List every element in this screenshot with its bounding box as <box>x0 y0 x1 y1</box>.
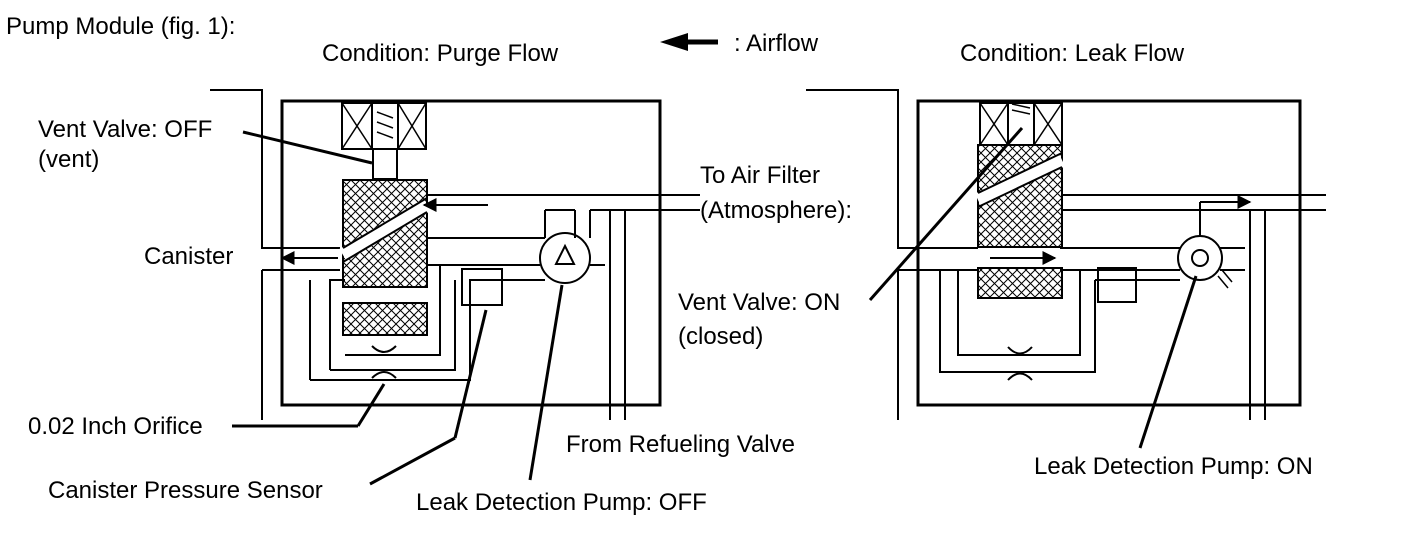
right-pump-module <box>806 89 1326 420</box>
left-vent-valve-state: (vent) <box>38 146 99 173</box>
right-condition-title: Condition: Leak Flow <box>960 40 1185 67</box>
left-arrow-icon <box>660 33 718 51</box>
right-vent-valve-state: (closed) <box>678 323 763 350</box>
left-pump-module <box>210 89 700 420</box>
airflow-legend: : Airflow <box>660 30 819 57</box>
orifice-label: 0.02 Inch Orifice <box>28 413 203 440</box>
right-vent-valve-label: Vent Valve: ON <box>678 289 840 316</box>
right-module-housing <box>916 99 1302 407</box>
canister-label: Canister <box>144 243 233 270</box>
left-vent-valve-label: Vent Valve: OFF <box>38 116 212 143</box>
pressure-sensor-label: Canister Pressure Sensor <box>48 477 323 504</box>
refueling-valve-label: From Refueling Valve <box>566 431 795 458</box>
airflow-label: : Airflow <box>734 30 819 57</box>
right-pump-label: Leak Detection Pump: ON <box>1034 453 1313 480</box>
figure-title: Pump Module (fig. 1): <box>6 13 235 40</box>
to-air-filter-label: To Air Filter <box>700 162 820 189</box>
left-pump-label: Leak Detection Pump: OFF <box>416 489 707 516</box>
left-condition-title: Condition: Purge Flow <box>322 40 559 67</box>
atmosphere-label: (Atmosphere): <box>700 197 852 224</box>
